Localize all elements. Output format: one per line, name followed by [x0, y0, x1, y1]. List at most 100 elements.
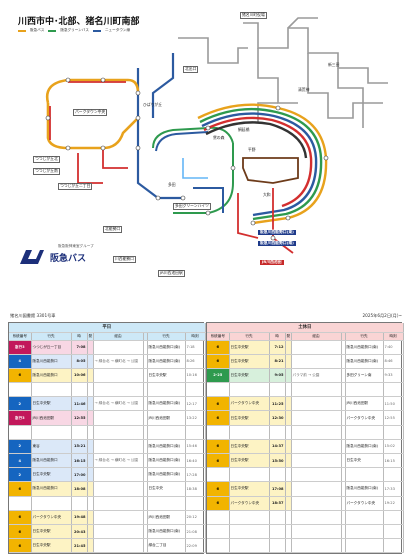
- arrival-time: [185, 496, 206, 511]
- route-map-lines: [8, 8, 402, 283]
- destination: JR川西池田駅: [31, 410, 72, 426]
- column-header: 経由: [291, 332, 342, 341]
- destination: つつじが丘一丁目: [31, 340, 72, 355]
- mark: [285, 382, 292, 398]
- mark: [285, 453, 292, 469]
- arrival-time: 16:40: [185, 453, 206, 469]
- departure-time: 17:08: [269, 481, 286, 497]
- mark: [285, 410, 292, 426]
- arrival-destination: 阪急川西能勢口(南): [147, 340, 186, 355]
- departure-time: 18:08: [71, 481, 88, 497]
- table-row[interactable]: [207, 382, 404, 398]
- destination: パークタウン中央: [31, 510, 72, 525]
- spacer: [143, 439, 148, 455]
- departure-time: 7:08: [71, 340, 88, 355]
- column-header: 系統番号: [207, 332, 230, 341]
- departure-time: 7:12: [269, 340, 286, 355]
- legend-swatch: [48, 29, 57, 32]
- table-title: 平日: [9, 323, 206, 333]
- mark: [87, 496, 94, 511]
- table-row[interactable]: [207, 510, 404, 525]
- table-row[interactable]: [207, 538, 404, 554]
- column-header: [341, 332, 346, 341]
- arrival-destination: 阪急川西能勢口(南): [345, 439, 384, 455]
- via-stops: [93, 467, 144, 483]
- departure-time: [269, 467, 286, 483]
- via-stops: [93, 439, 144, 455]
- destination: 日生中央駅: [229, 410, 270, 426]
- destination: パークタウン中央: [229, 496, 270, 511]
- arrival-destination: 阪急川西能勢口(南): [147, 354, 186, 369]
- arrival-time: 7:40: [383, 340, 404, 355]
- route-number: [207, 382, 230, 398]
- departure-time: [269, 524, 286, 540]
- arrival-destination: 日生中央駅: [147, 368, 186, 384]
- via-stops: [93, 510, 144, 525]
- mark: [87, 538, 94, 554]
- departure-time: 11:46: [71, 396, 88, 412]
- route-number: [9, 382, 32, 398]
- destination: 阪急川西能勢口: [31, 368, 72, 384]
- destination: 阪急川西能勢口: [31, 453, 72, 469]
- stop-label: JR川西池田駅: [158, 270, 185, 277]
- mark: [87, 481, 94, 497]
- table-row[interactable]: [207, 467, 404, 483]
- table-row[interactable]: [207, 425, 404, 440]
- mark: [87, 524, 94, 540]
- table-row[interactable]: [9, 496, 206, 511]
- departure-time: 15:21: [71, 439, 88, 455]
- arrival-time: [383, 467, 404, 483]
- spacer: [143, 524, 148, 540]
- route-number: 急行3: [9, 340, 32, 355]
- mark: [285, 496, 292, 511]
- arrival-destination: 阪急川西能勢口(南): [147, 396, 186, 412]
- arrival-destination: [345, 510, 384, 525]
- arrival-time: 15:46: [185, 439, 206, 455]
- destination: 日生中央駅: [31, 467, 72, 483]
- table-row[interactable]: [9, 382, 206, 398]
- route-number: [207, 524, 230, 540]
- route-number: 6: [207, 354, 230, 369]
- arrival-time: 9:33: [383, 368, 404, 384]
- table-row[interactable]: [9, 425, 206, 440]
- destination: 日生中央駅: [229, 368, 270, 384]
- destination: パークタウン中央: [229, 396, 270, 412]
- spacer: [143, 453, 148, 469]
- column-header: 行先: [31, 332, 72, 341]
- route-number: 急行3: [9, 410, 32, 426]
- map-legend: 阪急バス 阪急グリーンバス ニュータウン線: [18, 28, 130, 33]
- departure-time: 20:43: [71, 524, 88, 540]
- arrival-time: 13:22: [185, 410, 206, 426]
- timetable-effective-date: 2025年6月2日(月)~: [362, 313, 402, 318]
- table-row[interactable]: [207, 524, 404, 540]
- via-stops: [291, 425, 342, 440]
- destination: 日生中央駅: [229, 453, 270, 469]
- arrival-destination: [345, 538, 384, 554]
- arrival-destination: [147, 425, 186, 440]
- spacer: [341, 340, 346, 355]
- mark: [87, 340, 94, 355]
- destination: [229, 425, 270, 440]
